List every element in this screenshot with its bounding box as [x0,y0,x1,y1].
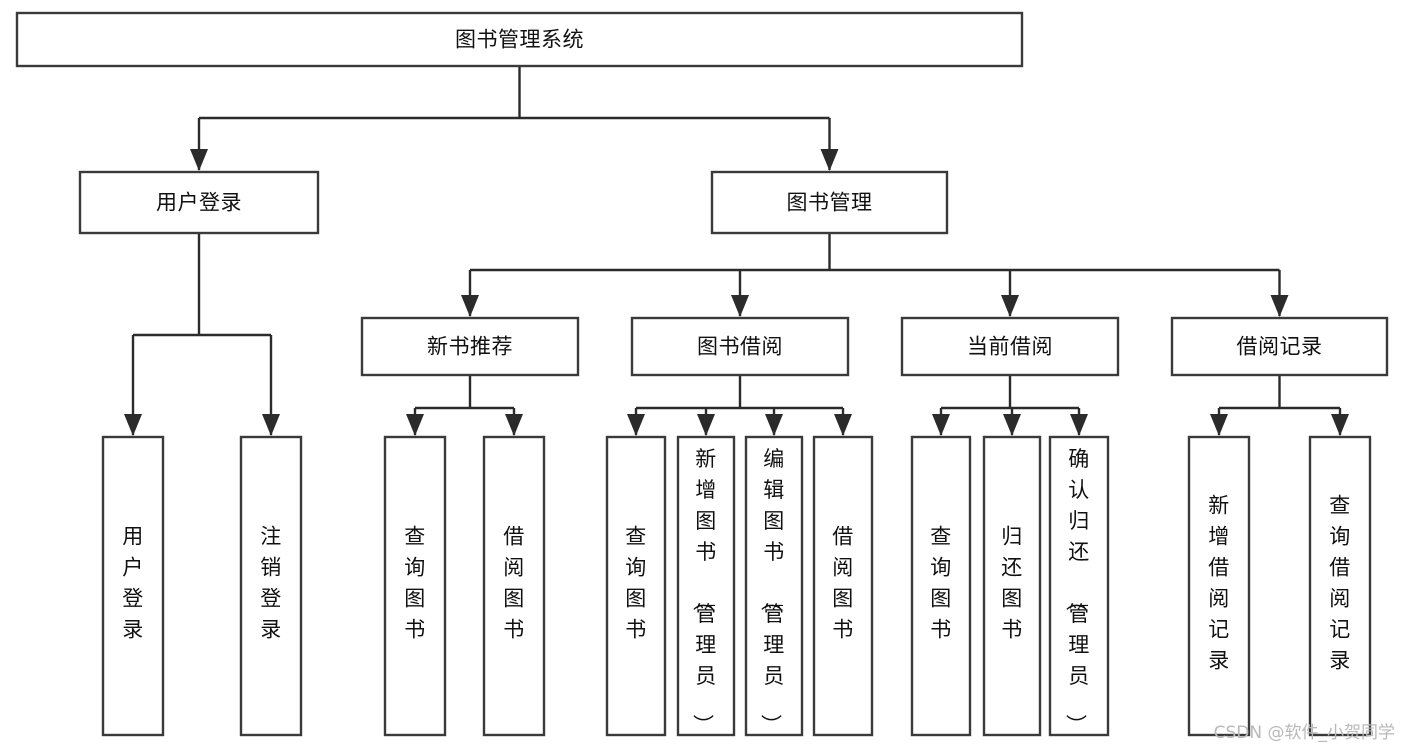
nodes-layer: 图书管理系统用户登录图书管理新书推荐图书借阅当前借阅借阅记录用户登录注销登录查询… [15,11,1389,737]
node-borrow-record-box[interactable]: 借阅记录 [1170,316,1389,377]
csdn-watermark: CSDN @软件_小贺同学 [1213,723,1395,743]
node-book-management-box[interactable]: 图书管理 [710,170,949,235]
node-leaf-return-book-label: 归还图书 [1001,525,1023,642]
node-leaf-borrow-book-1-label: 借阅图书 [503,525,525,642]
node-new-book-recommend-box[interactable]: 新书推荐 [360,316,580,377]
node-root-label: 图书管理系统 [455,28,584,52]
node-leaf-query-book-2-label: 查询图书 [625,525,647,642]
node-leaf-query-book-3-box[interactable]: 查询图书 [910,435,972,737]
node-leaf-edit-book-label: 编辑图书（管理员） [758,447,785,736]
node-leaf-return-book-box[interactable]: 归还图书 [982,435,1042,737]
node-leaf-confirm-return-box[interactable]: 确认归还（管理员） [1048,435,1110,737]
node-current-borrow-box[interactable]: 当前借阅 [900,316,1120,377]
node-leaf-borrow-book-1-box[interactable]: 借阅图书 [482,435,546,737]
node-leaf-add-book-label: 新增图书（管理员） [690,447,717,736]
node-leaf-edit-book-box[interactable]: 编辑图书（管理员） [744,435,804,737]
node-leaf-add-record-box[interactable]: 新增借阅记录 [1187,435,1251,737]
node-leaf-add-record-label: 新增借阅记录 [1208,494,1230,673]
node-user-login-label: 用户登录 [156,191,242,215]
node-book-borrow-box[interactable]: 图书借阅 [630,316,850,377]
connector-borrow-record-to-leaves [1210,375,1349,436]
node-book-borrow-label: 图书借阅 [697,335,783,359]
node-borrow-record-label: 借阅记录 [1237,335,1323,359]
node-leaf-query-record-box[interactable]: 查询借阅记录 [1308,435,1372,737]
node-leaf-borrow-book-2-label: 借阅图书 [832,525,854,642]
node-leaf-query-record-label: 查询借阅记录 [1329,494,1351,673]
node-leaf-user-login-label: 用户登录 [122,525,144,642]
node-leaf-borrow-book-2-box[interactable]: 借阅图书 [812,435,874,737]
connector-book-borrow-to-leaves [627,375,852,436]
node-leaf-confirm-return-label: 确认归还（管理员） [1063,447,1090,736]
node-leaf-query-book-3-label: 查询图书 [930,525,952,642]
connector-current-borrow-to-leaves [932,375,1088,436]
connector-root-to-level2 [190,66,839,171]
node-leaf-query-book-1-label: 查询图书 [404,525,426,642]
node-leaf-query-book-2-box[interactable]: 查询图书 [605,435,667,737]
connector-user-login-to-leaves [124,233,280,436]
node-leaf-user-login-box[interactable]: 用户登录 [101,435,165,737]
node-root-box[interactable]: 图书管理系统 [15,11,1024,68]
connector-book-management-to-level3 [461,233,1289,317]
connector-new-book-recommend-to-leaves [406,375,523,436]
node-book-management-label: 图书管理 [787,191,873,215]
node-leaf-logout-login-box[interactable]: 注销登录 [239,435,303,737]
node-leaf-query-book-1-box[interactable]: 查询图书 [383,435,447,737]
node-new-book-recommend-label: 新书推荐 [427,335,513,359]
node-leaf-logout-login-label: 注销登录 [260,525,282,642]
connectors-layer [124,66,1349,436]
node-leaf-add-book-box[interactable]: 新增图书（管理员） [676,435,736,737]
node-current-borrow-label: 当前借阅 [967,335,1053,359]
node-user-login-box[interactable]: 用户登录 [78,170,320,235]
